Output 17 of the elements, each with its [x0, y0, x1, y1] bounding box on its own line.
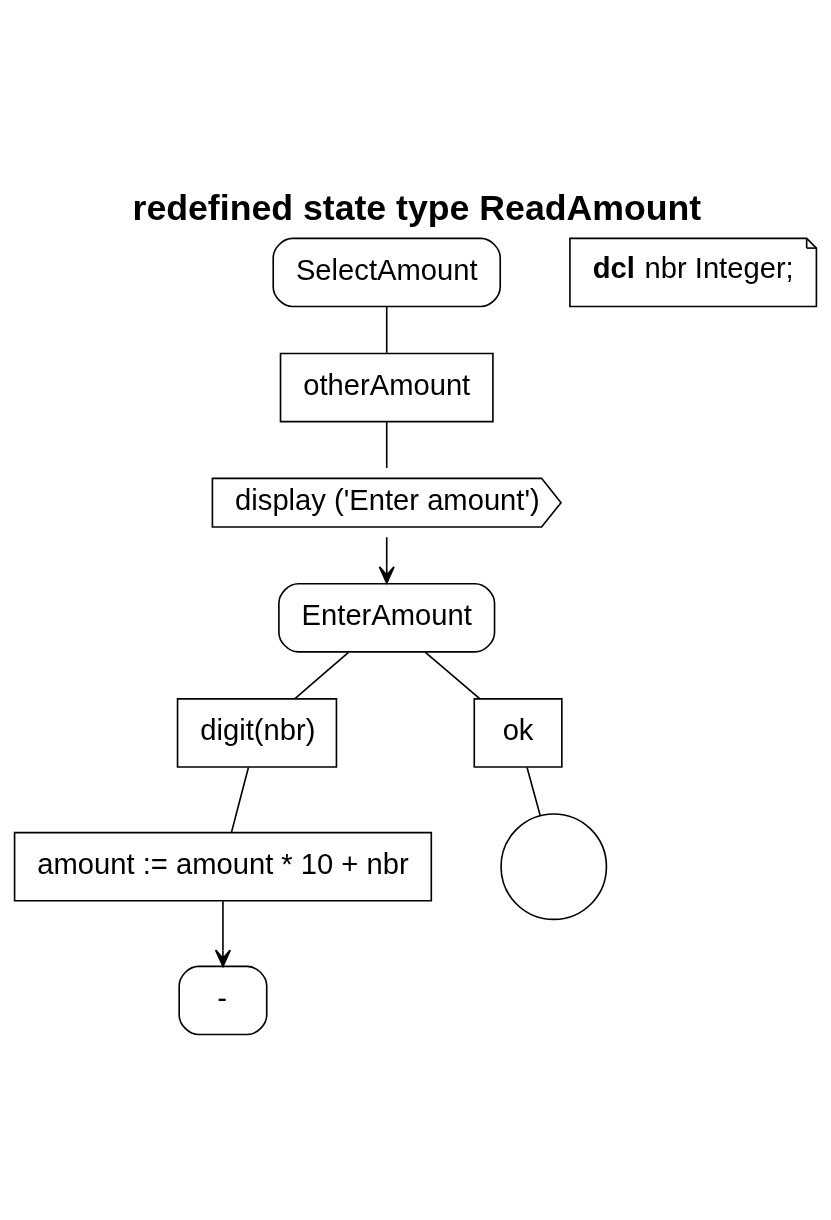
- arrow: [214, 899, 232, 967]
- node-box: ok: [473, 697, 563, 768]
- connector: [294, 651, 350, 699]
- node-box: digit(nbr): [176, 697, 338, 768]
- connector: [526, 766, 541, 816]
- connector: [385, 420, 388, 469]
- arrow: [378, 535, 395, 584]
- diagram-title: redefined state type ReadAmount: [132, 187, 702, 228]
- node-circle: [500, 812, 608, 920]
- connector: [424, 651, 481, 699]
- connector: [230, 766, 250, 833]
- node-box: SelectAmount: [272, 237, 502, 307]
- node-box: amount := amount * 10 + nbr: [13, 831, 433, 902]
- node-box: otherAmount: [279, 352, 494, 422]
- connector: [385, 305, 388, 354]
- node-box: EnterAmount: [278, 582, 496, 653]
- node-box: -: [178, 965, 268, 1035]
